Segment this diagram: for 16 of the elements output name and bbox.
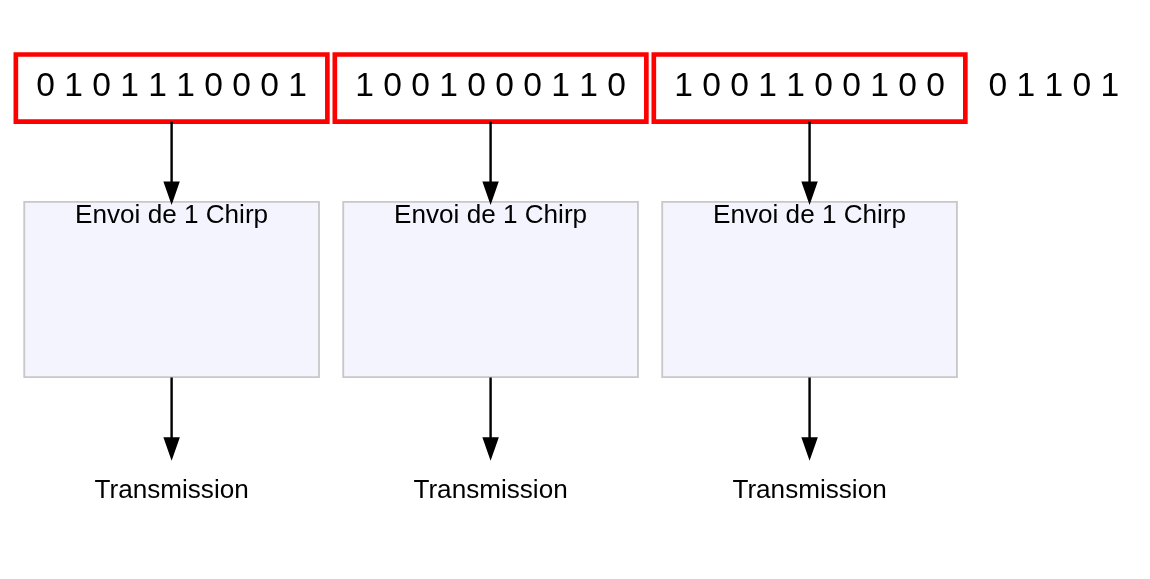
node-text: Transmission [413, 473, 568, 504]
arrow [482, 121, 499, 205]
node-box: Envoi de 1 Chirp [661, 200, 958, 379]
node-box: 1 0 0 1 0 0 0 1 1 0 [332, 52, 649, 124]
arrow [163, 377, 180, 461]
node-text: Transmission [94, 473, 249, 504]
node-box: 0 1 0 1 1 1 0 0 0 1 [13, 52, 330, 124]
arrow [482, 377, 499, 461]
label: 0 1 1 0 1 [988, 66, 1120, 104]
arrow [163, 121, 180, 205]
node-text: Transmission [732, 473, 887, 504]
node-box: Envoi de 1 Chirp [342, 200, 639, 379]
node-box: 1 0 0 1 1 0 0 1 0 0 [651, 52, 968, 124]
arrow [801, 377, 818, 461]
arrow [801, 121, 818, 205]
node-box: Envoi de 1 Chirp [23, 200, 320, 379]
